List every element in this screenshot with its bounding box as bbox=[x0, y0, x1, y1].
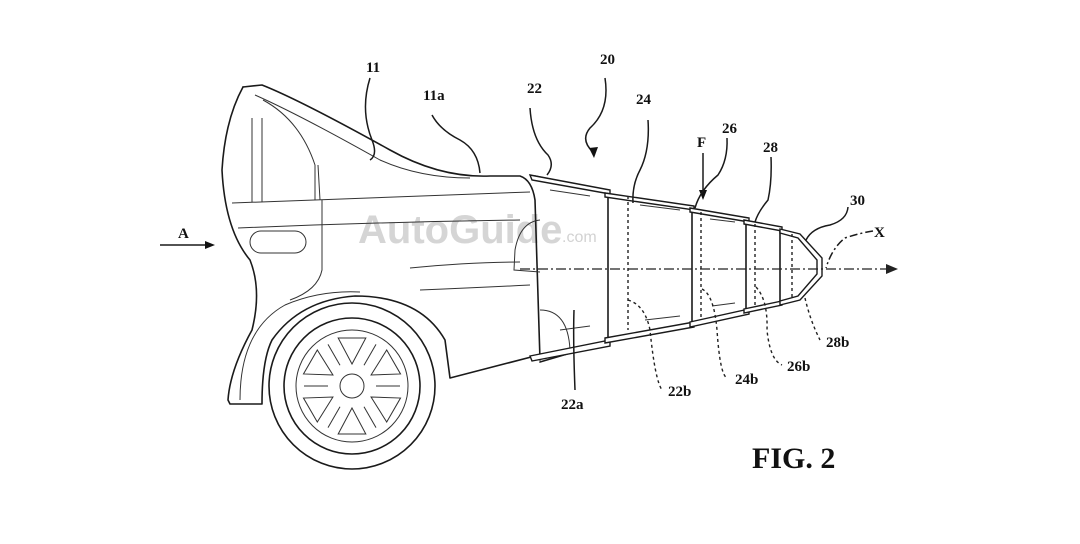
bumper-bulge bbox=[539, 309, 571, 351]
label-26: 26 bbox=[722, 121, 738, 137]
label-11: 11 bbox=[366, 60, 380, 76]
spoke-slot bbox=[363, 344, 377, 366]
section-22-wall-top bbox=[528, 174, 611, 195]
body-crease bbox=[237, 219, 521, 229]
leader-26 bbox=[694, 137, 728, 209]
leader-lines bbox=[364, 77, 874, 391]
leader-28 bbox=[754, 156, 772, 223]
rim bbox=[295, 329, 409, 443]
rear-pillar-outline bbox=[221, 86, 536, 405]
watermark: AutoGuide .com bbox=[358, 208, 597, 252]
vehicle-body bbox=[221, 84, 571, 405]
section-24-wall-top bbox=[604, 192, 695, 211]
label-20: 20 bbox=[600, 52, 615, 68]
rear-wheel bbox=[268, 302, 436, 470]
section-26 bbox=[691, 209, 747, 326]
spoke-window bbox=[370, 349, 402, 376]
force-arrow-f: F bbox=[697, 135, 707, 200]
leader-11 bbox=[364, 77, 376, 161]
section-28-wall-top bbox=[743, 219, 783, 232]
figure-caption: FIG. 2 bbox=[752, 442, 835, 475]
axis-arrowhead bbox=[886, 264, 898, 274]
watermark-suffix: .com bbox=[562, 229, 597, 246]
section-22-wall-bottom bbox=[529, 339, 611, 362]
arrow-a-head bbox=[205, 241, 215, 249]
hub bbox=[339, 373, 365, 399]
label-24b: 24b bbox=[735, 372, 758, 388]
spoke-window bbox=[302, 396, 334, 423]
spoke-slot bbox=[327, 344, 341, 366]
label-f: F bbox=[697, 135, 706, 151]
tire-outer bbox=[268, 302, 436, 470]
window-frame bbox=[251, 99, 321, 202]
section-28-wall-bottom bbox=[743, 300, 783, 314]
leader-22 bbox=[529, 107, 552, 176]
wheel-arch-trim bbox=[239, 291, 361, 401]
roof-inner-line bbox=[254, 94, 471, 179]
spoke-window bbox=[370, 396, 402, 423]
spoke-window bbox=[337, 406, 367, 435]
telescoping-assembly bbox=[528, 174, 823, 363]
leader-28b bbox=[804, 297, 821, 341]
label-11a: 11a bbox=[423, 88, 445, 104]
label-28: 28 bbox=[763, 140, 778, 156]
spoke-window bbox=[302, 349, 334, 376]
watermark-brand: AutoGuide bbox=[358, 208, 562, 252]
leader-30 bbox=[805, 206, 849, 241]
arrow-20-shaft bbox=[584, 77, 607, 153]
leader-24 bbox=[632, 119, 650, 204]
taillight bbox=[513, 219, 541, 273]
section-24-wall-bottom bbox=[604, 321, 695, 344]
assembly-arrow-20: 20 bbox=[584, 52, 615, 158]
label-22: 22 bbox=[527, 81, 542, 97]
view-arrow-a: A bbox=[160, 226, 215, 249]
door-handle bbox=[249, 230, 307, 254]
spoke-window bbox=[337, 337, 367, 366]
label-24: 24 bbox=[636, 92, 652, 108]
shading bbox=[549, 189, 736, 331]
leader-x bbox=[825, 230, 874, 269]
wheel-spokes bbox=[302, 337, 402, 435]
door-edge bbox=[289, 200, 323, 301]
arrow-f-head bbox=[699, 190, 707, 200]
leader-24b bbox=[701, 288, 728, 379]
arrow-20-head bbox=[589, 147, 598, 158]
label-x: X bbox=[874, 225, 885, 241]
label-30: 30 bbox=[850, 193, 865, 209]
reference-labels: 11 11a 22 24 26 28 30 X 22a 22b 24b 26b … bbox=[366, 60, 885, 413]
spoke-slot bbox=[363, 406, 377, 428]
leader-26b bbox=[755, 286, 783, 366]
label-28b: 28b bbox=[826, 335, 849, 351]
tip-30 bbox=[779, 228, 823, 306]
label-a: A bbox=[178, 226, 189, 242]
lower-crease bbox=[409, 261, 531, 291]
leader-22b bbox=[627, 299, 663, 391]
label-22b: 22b bbox=[668, 384, 691, 400]
label-22a: 22a bbox=[561, 397, 584, 413]
label-26b: 26b bbox=[787, 359, 810, 375]
section-26-wall-bottom bbox=[689, 308, 750, 328]
belt-line bbox=[231, 191, 531, 204]
tire-inner bbox=[283, 317, 421, 455]
leader-11a bbox=[431, 114, 481, 174]
spoke-slot bbox=[327, 406, 341, 428]
roof-line bbox=[242, 84, 541, 361]
leader-22a bbox=[572, 309, 576, 391]
